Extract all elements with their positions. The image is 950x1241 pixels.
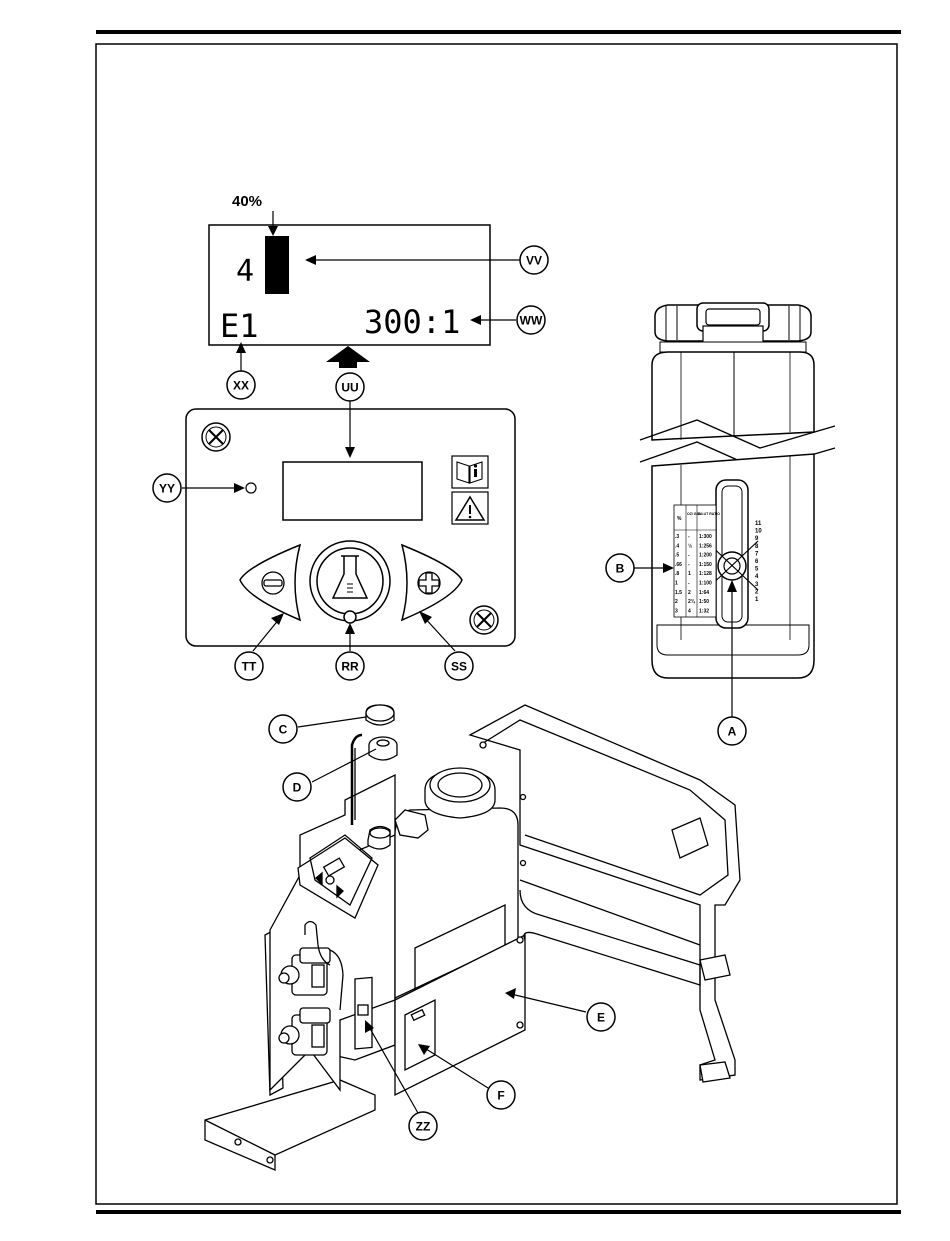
c-leader	[298, 717, 366, 727]
scale-cell: ½	[688, 542, 692, 549]
scale-cell: 1:64	[699, 590, 709, 596]
scale-cell: 1:50	[699, 599, 709, 605]
callout-label: RR	[341, 660, 359, 674]
scale-cell: .8	[675, 571, 679, 577]
callout-d: D	[283, 773, 311, 801]
scale-cell: 2	[688, 590, 691, 596]
callout-xx: XX	[227, 371, 255, 399]
bottom-rule	[96, 1210, 901, 1214]
close-icon	[470, 606, 498, 634]
scale-cell: 1:300	[699, 534, 712, 540]
scale-cell: .3	[675, 534, 679, 540]
plus-icon	[418, 572, 440, 594]
callout-tt: TT	[235, 652, 263, 680]
callout-label: VV	[526, 254, 542, 268]
scale-cell: 3	[675, 608, 678, 614]
callout-label: D	[293, 781, 302, 795]
callout-ww: WW	[517, 306, 545, 334]
scale-cell: 1.5	[675, 590, 682, 596]
callout-label: E	[597, 1011, 605, 1025]
callout-label: WW	[520, 314, 543, 328]
scale-cell: .4	[675, 543, 679, 549]
callout-b: B	[606, 554, 634, 582]
scale-cell: 2	[675, 599, 678, 605]
scale-cell: 1:100	[699, 581, 712, 587]
scale-cell: 1	[675, 581, 678, 587]
scale-side-number: 11	[755, 521, 762, 527]
scale-cell: 1:256	[699, 543, 712, 549]
callout-label: SS	[451, 660, 467, 674]
scale-header-ratio: DILUT RATIO	[698, 512, 720, 516]
scale-cell: 1:32	[699, 608, 709, 614]
scale-cell: 1:128	[699, 571, 712, 577]
callout-vv: VV	[520, 246, 548, 274]
manual-icon	[452, 456, 488, 488]
warning-icon	[452, 492, 488, 524]
top-rule	[96, 30, 901, 34]
scale-cell: 1:150	[699, 562, 712, 568]
percent-label: 40%	[232, 193, 262, 210]
minus-icon	[262, 572, 284, 594]
callout-a: A	[718, 717, 746, 745]
callout-uu: UU	[336, 373, 364, 401]
scale-cell: .5	[675, 553, 679, 559]
callout-f: F	[487, 1081, 515, 1109]
detergent-led	[344, 611, 356, 623]
callout-label: XX	[233, 379, 249, 393]
scale-cell: 1:200	[699, 553, 712, 559]
indicator-led	[246, 483, 256, 493]
callout-label: C	[279, 723, 288, 737]
dosing-unit-assembly	[205, 705, 740, 1170]
callout-c: C	[269, 715, 297, 743]
callout-ss: SS	[445, 652, 473, 680]
callout-label: YY	[159, 482, 175, 496]
ratio-value: 300:1	[364, 303, 460, 341]
level-number: 4	[236, 254, 254, 289]
callout-label: F	[497, 1089, 504, 1103]
level-bar	[265, 236, 289, 294]
scale-side-number: 10	[755, 529, 762, 535]
callout-label: A	[728, 725, 737, 739]
d-leader	[312, 749, 376, 782]
lcd-display-detail: 40% 4 E1 300:1	[209, 193, 490, 345]
detergent-bottle	[640, 303, 835, 678]
scale-cell: .66	[675, 562, 682, 568]
callout-label: B	[616, 562, 625, 576]
close-icon	[202, 423, 230, 451]
callout-zz: ZZ	[409, 1112, 437, 1140]
callout-e: E	[587, 1003, 615, 1031]
callout-label: UU	[341, 381, 358, 395]
callout-rr: RR	[336, 652, 364, 680]
callout-label: ZZ	[416, 1120, 431, 1134]
scale-cell: 2¾	[688, 598, 696, 605]
panel-display-window	[283, 462, 422, 520]
callout-yy: YY	[153, 474, 181, 502]
display-up-arrow	[326, 346, 370, 368]
callout-label: TT	[242, 660, 257, 674]
scale-cell: 1	[688, 571, 691, 577]
scale-cell: 4	[688, 608, 691, 614]
error-code: E1	[220, 307, 259, 345]
scale-header-percent: %	[677, 516, 682, 522]
